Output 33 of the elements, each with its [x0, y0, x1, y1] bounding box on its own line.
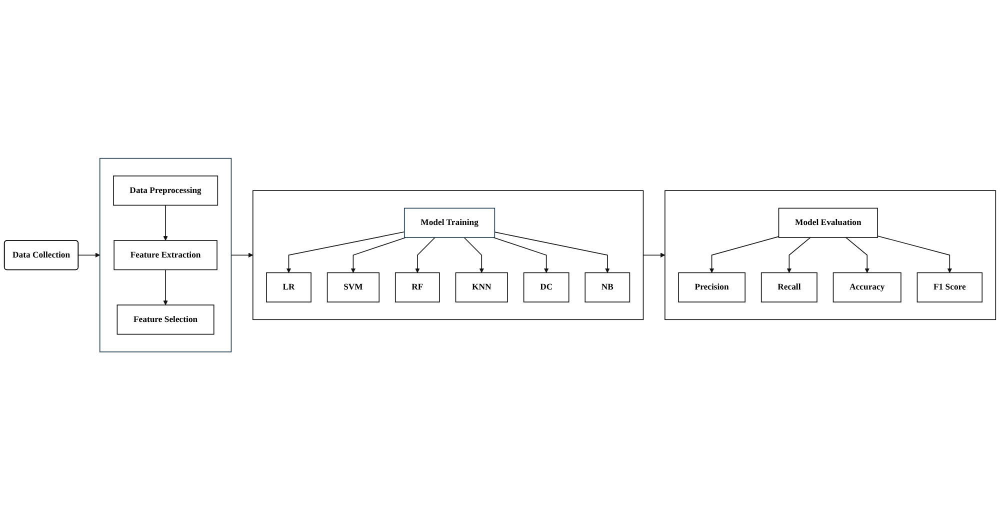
node-box: Model Training [404, 208, 496, 238]
arrow [845, 236, 870, 273]
node-box: LR [266, 272, 312, 302]
node-box: Data Preprocessing [113, 175, 218, 206]
cluster [252, 190, 644, 320]
node-box: DC [523, 272, 570, 302]
node-box: KNN [455, 272, 508, 302]
arrow [642, 252, 666, 258]
arrow [709, 236, 780, 273]
arrow [78, 252, 100, 258]
arrow [163, 204, 168, 241]
arrow [230, 252, 254, 258]
node-box: Precision [678, 272, 746, 302]
node-box: Model Evaluation [778, 208, 878, 238]
arrow [877, 235, 952, 273]
cluster [664, 190, 996, 320]
arrow [493, 236, 549, 273]
cluster [99, 158, 232, 352]
arrow [286, 231, 405, 273]
arrow [350, 236, 406, 273]
node-box: Accuracy [832, 272, 902, 302]
arrow [494, 232, 610, 273]
node-box: F1 Score [916, 272, 983, 302]
arrow [786, 236, 811, 273]
node-box: Recall [760, 272, 818, 302]
node-box: Feature Extraction [114, 240, 218, 270]
node-box: NB [584, 272, 630, 302]
node-box: RF [394, 272, 440, 302]
arrow [163, 269, 168, 306]
arrow [464, 236, 484, 273]
node-box: SVM [326, 272, 380, 302]
node-box: Feature Selection [116, 304, 214, 335]
arrow [415, 236, 436, 273]
